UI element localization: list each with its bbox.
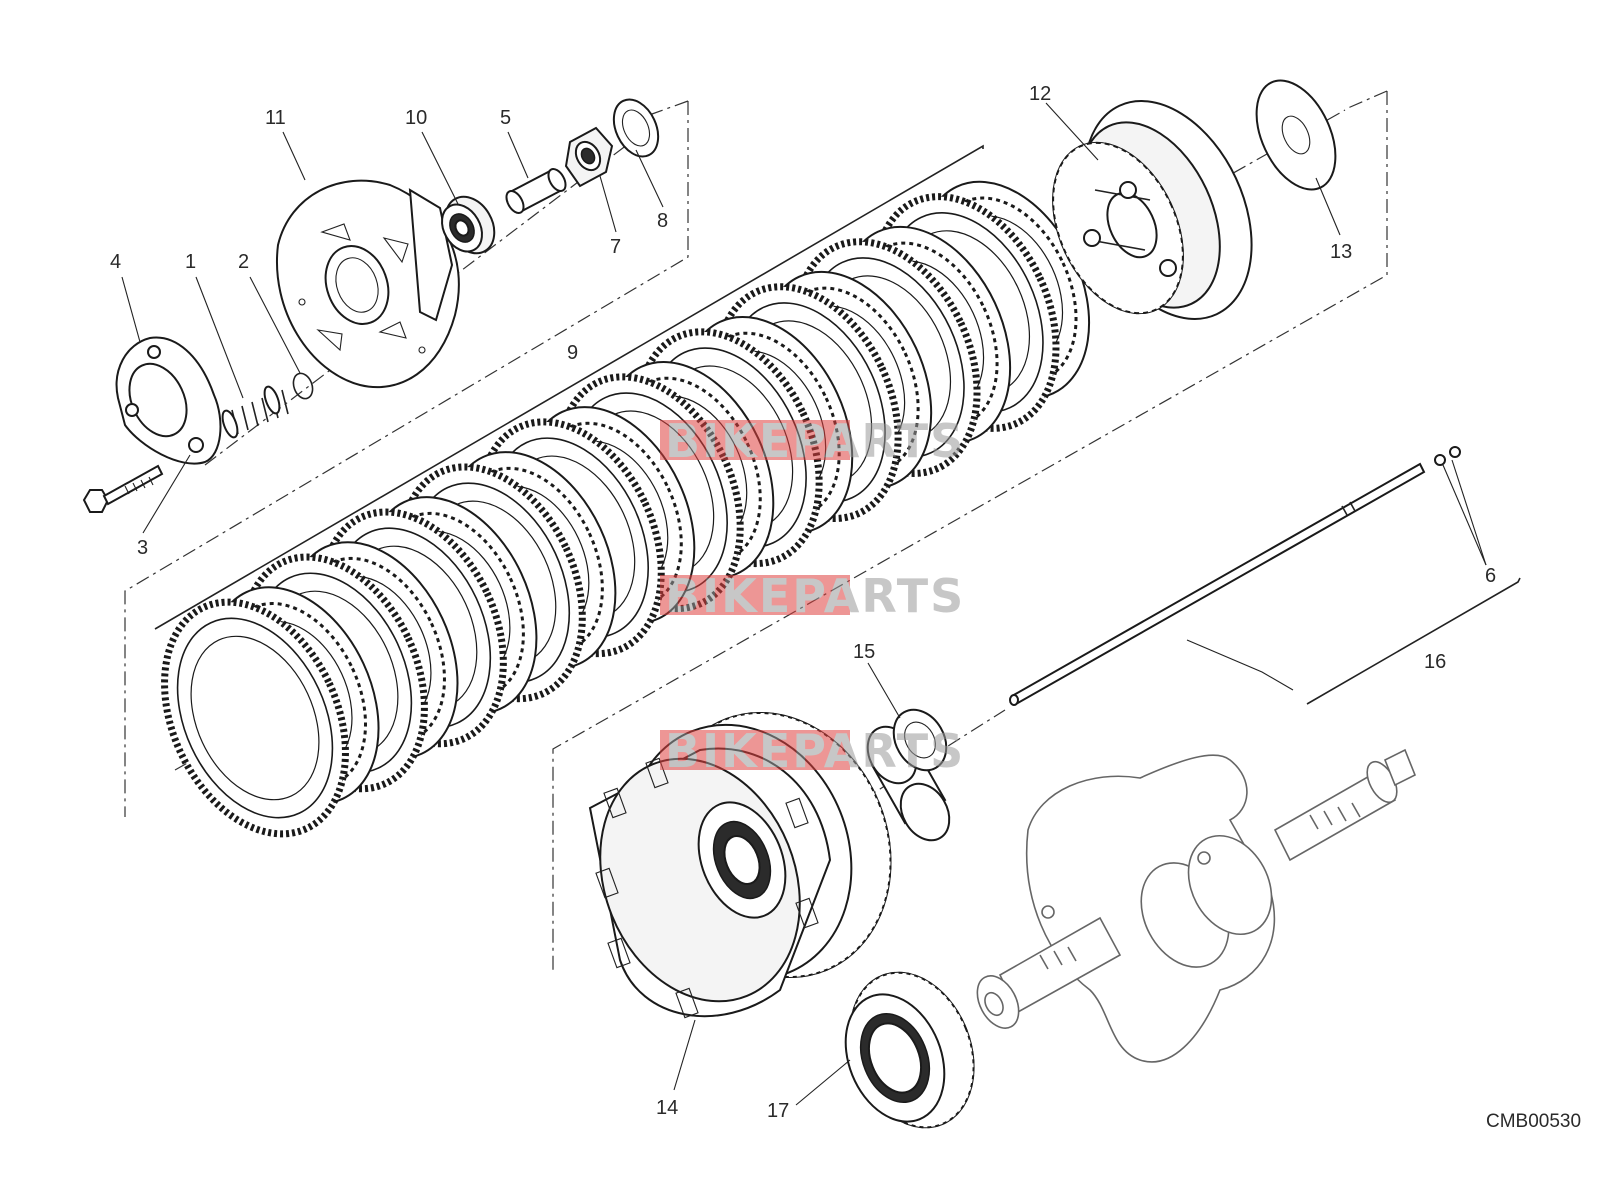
watermark-text: BIKEPARTS	[665, 414, 965, 468]
callout-17: 17	[767, 1100, 789, 1122]
leader-lines	[121, 102, 1487, 1106]
watermark: BIKEPARTS	[660, 414, 965, 468]
part-clutch-plate-pack	[161, 180, 1091, 838]
callout-2: 2	[238, 251, 249, 273]
callout-3: 3	[137, 537, 148, 559]
callout-10: 10	[405, 107, 427, 129]
callout-1: 1	[185, 251, 196, 273]
part-snap-ring	[292, 372, 314, 400]
callout-6: 6	[1485, 565, 1496, 587]
part-lock-washer	[612, 98, 660, 158]
callout-7: 7	[610, 236, 621, 258]
crankshaft-reference	[976, 748, 1417, 1063]
part-cover-plate	[115, 336, 222, 465]
callout-15: 15	[853, 641, 875, 663]
callout-8: 8	[657, 210, 668, 232]
part-clutch-housing	[588, 711, 892, 1019]
callout-16: 16	[1424, 651, 1446, 673]
callout-4: 4	[110, 251, 121, 273]
part-bolt	[82, 464, 164, 513]
part-small-gear	[844, 971, 975, 1129]
part-spring	[221, 385, 289, 439]
callout-14: 14	[656, 1097, 678, 1119]
watermark-text: BIKEPARTS	[665, 724, 965, 778]
part-clutch-hub	[1052, 100, 1253, 320]
assembly-outlines	[124, 90, 1388, 970]
part-pin	[505, 168, 567, 214]
callout-13: 13	[1330, 241, 1352, 263]
drawing-code: CMB00530	[1486, 1111, 1581, 1132]
part-thrust-washer	[1255, 79, 1337, 191]
callout-12: 12	[1029, 83, 1051, 105]
part-bearing	[441, 195, 496, 255]
callout-9: 9	[567, 342, 578, 364]
callout-5: 5	[500, 107, 511, 129]
watermarks: BIKEPARTS BIKEPARTS BIKEPARTS	[660, 414, 965, 778]
part-nut	[564, 126, 614, 188]
part-bushing	[866, 708, 951, 842]
brackets	[154, 144, 1521, 705]
callout-11: 11	[265, 107, 286, 129]
watermark-text: BIKEPARTS	[665, 569, 965, 623]
callout-labels: 1 2 3 4 5 6 7 8 9 10 11 12 13 14 15 16 1…	[110, 83, 1496, 1122]
watermark: BIKEPARTS	[660, 724, 965, 778]
part-push-rod	[1009, 446, 1461, 706]
watermark: BIKEPARTS	[660, 569, 965, 623]
part-pressure-plate	[276, 179, 460, 389]
